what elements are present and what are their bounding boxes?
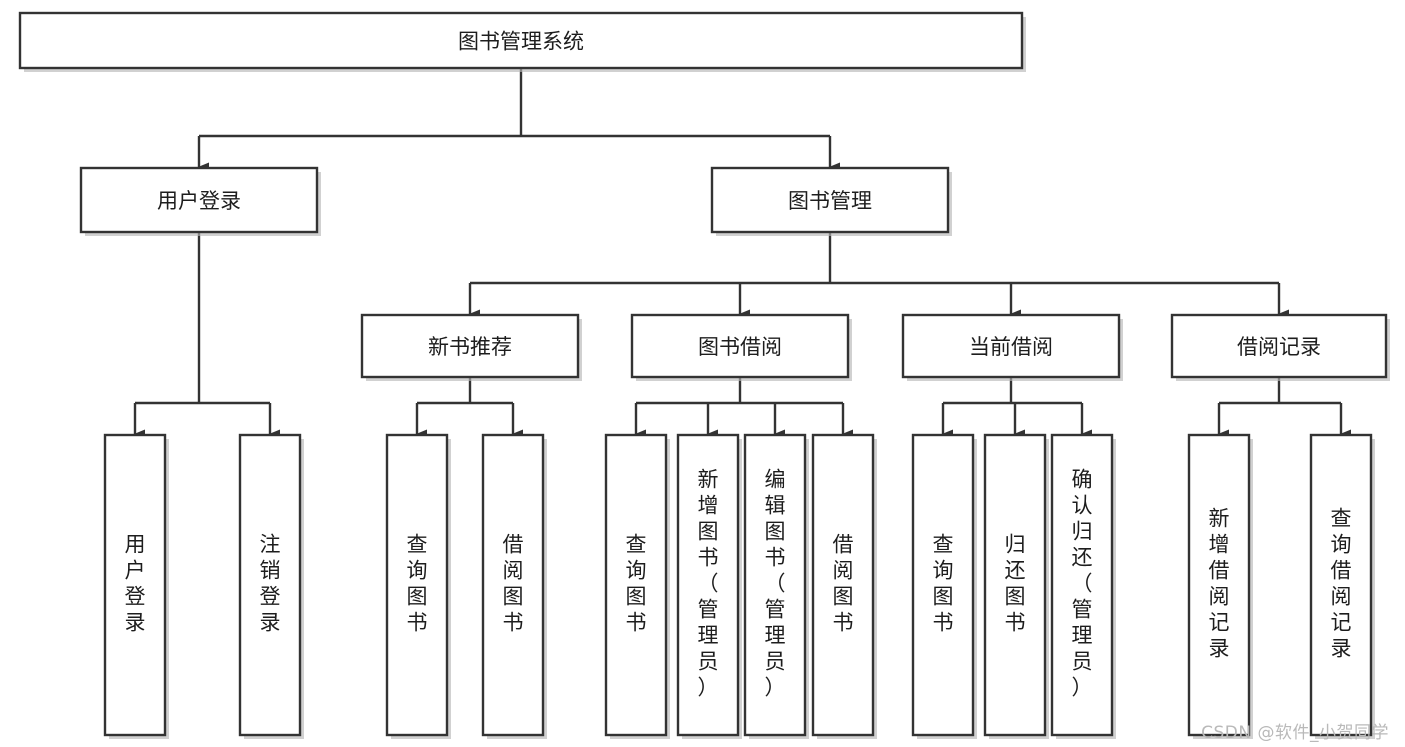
node-label: 查询借阅记录 <box>1331 507 1352 661</box>
node-book-manage[interactable]: 图书管理 <box>710 166 952 236</box>
node-label: 图书借阅 <box>698 335 782 359</box>
node-root[interactable]: 图书管理系统 <box>18 11 1026 72</box>
node-leaf-edit-book[interactable]: 编辑图书（管理员） <box>743 433 809 739</box>
node-label: 编辑图书（管理员） <box>765 468 786 700</box>
edge-group-borrow-record <box>1217 377 1351 439</box>
node-label: 图书管理 <box>788 189 872 213</box>
node-leaf-add-book[interactable]: 新增图书（管理员） <box>676 433 742 739</box>
node-label: 查询图书 <box>407 533 428 635</box>
edge-group-user-login <box>133 232 280 439</box>
node-label: 新增借阅记录 <box>1209 507 1230 661</box>
node-book-borrow[interactable]: 图书借阅 <box>630 313 852 381</box>
node-label: 归还图书 <box>1005 533 1026 635</box>
node-leaf-user-login[interactable]: 用户登录 <box>103 433 169 739</box>
watermark-text: CSDN @软件_小贺同学 <box>1201 723 1389 743</box>
node-label: 用户登录 <box>125 533 146 635</box>
node-label: 确认归还（管理员） <box>1072 468 1093 700</box>
node-label: 用户登录 <box>157 189 241 213</box>
node-current-borrow[interactable]: 当前借阅 <box>901 313 1123 381</box>
node-leaf-confirm-return[interactable]: 确认归还（管理员） <box>1050 433 1116 739</box>
node-label: 注销登录 <box>260 533 281 635</box>
node-label: 新增图书（管理员） <box>698 468 719 700</box>
edge-group-book-borrow <box>634 377 853 439</box>
node-label: 当前借阅 <box>969 335 1053 359</box>
edge-group-root <box>197 68 840 172</box>
node-new-book-recommend[interactable]: 新书推荐 <box>360 313 582 381</box>
node-leaf-add-record[interactable]: 新增借阅记录 <box>1187 433 1253 739</box>
edge-group-current-borrow <box>941 377 1092 439</box>
edges-layer <box>133 68 1351 439</box>
node-leaf-return-book[interactable]: 归还图书 <box>983 433 1049 739</box>
node-leaf-query-book-2[interactable]: 查询图书 <box>604 433 670 739</box>
node-label: 查询图书 <box>933 533 954 635</box>
edge-group-new-book-recommend <box>415 377 523 439</box>
node-label: 查询图书 <box>626 533 647 635</box>
node-leaf-borrow-book-2[interactable]: 借阅图书 <box>811 433 877 739</box>
node-leaf-logout[interactable]: 注销登录 <box>238 433 304 739</box>
node-leaf-borrow-book-1[interactable]: 借阅图书 <box>481 433 547 739</box>
node-leaf-query-book-3[interactable]: 查询图书 <box>911 433 977 739</box>
node-user-login[interactable]: 用户登录 <box>79 166 321 236</box>
node-label: 借阅记录 <box>1237 335 1321 359</box>
node-borrow-record[interactable]: 借阅记录 <box>1170 313 1390 381</box>
node-leaf-query-record[interactable]: 查询借阅记录 <box>1309 433 1375 739</box>
node-label: 借阅图书 <box>833 533 854 635</box>
edge-group-book-manage <box>468 232 1289 319</box>
node-label: 图书管理系统 <box>458 30 584 54</box>
nodes-layer: 图书管理系统用户登录图书管理新书推荐图书借阅当前借阅借阅记录用户登录注销登录查询… <box>18 11 1390 739</box>
node-label: 借阅图书 <box>503 533 524 635</box>
node-leaf-query-book-1[interactable]: 查询图书 <box>385 433 451 739</box>
node-label: 新书推荐 <box>428 335 512 359</box>
